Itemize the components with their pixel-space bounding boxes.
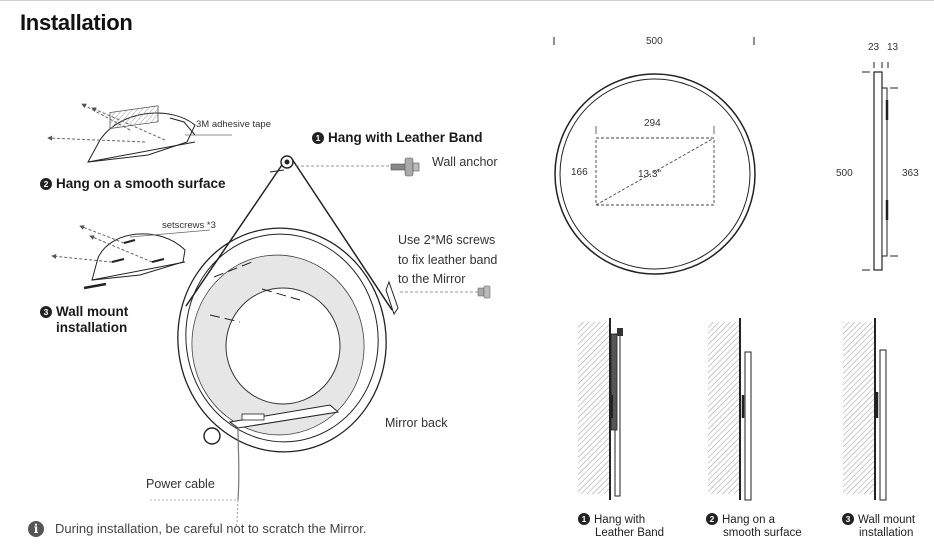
dim-height-right: 363: [902, 168, 919, 179]
wall-mount-diagram: [51, 225, 211, 290]
dim-side-depth-b: 13: [887, 42, 899, 53]
caption-2-number-icon: 2: [706, 513, 718, 525]
side-view-smooth-surface: [708, 318, 752, 501]
caption-1-line-1: Hang with: [594, 514, 646, 526]
caption-wall-mount: 3 Wall mount installation: [842, 513, 915, 540]
setscrews-label: setscrews *3: [162, 220, 216, 231]
step-1-number-icon: 1: [312, 132, 324, 144]
dim-width-top: 500: [646, 36, 663, 47]
info-icon: i: [28, 521, 44, 537]
caption-3-line-1: Wall mount: [858, 514, 916, 526]
step-3-label-line-2: installation: [56, 320, 128, 335]
installation-note: During installation, be careful not to s…: [55, 521, 367, 536]
step-1-label: Hang with Leather Band: [328, 130, 483, 145]
step-3-label-line-1: Wall mount: [56, 304, 129, 319]
step-2-label: Hang on a smooth surface: [56, 176, 226, 191]
front-view-diagram: [553, 37, 756, 275]
dim-screen-diagonal: 13.3": [638, 169, 662, 180]
side-view-wall-mount: [843, 318, 887, 501]
step-3-number-icon: 3: [40, 306, 52, 318]
screws-note-line-1: Use 2*M6 screws: [398, 233, 496, 247]
caption-2-line-2: smooth surface: [723, 527, 802, 539]
step-2-heading: 2 Hang on a smooth surface: [40, 176, 226, 191]
caption-smooth-surface: 2 Hang on a smooth surface: [706, 513, 802, 540]
screws-note-line-3: to the Mirror: [398, 272, 466, 286]
screws-note-line-2: to fix leather band: [398, 252, 498, 267]
dim-screen-height: 166: [571, 167, 588, 178]
caption-3-number-icon: 3: [842, 513, 854, 525]
caption-2-line-1: Hang on a: [722, 514, 776, 526]
wall-anchor-icon: [296, 157, 420, 177]
step-3-heading: 3 Wall mount installation: [40, 304, 128, 336]
adhesive-tape-label: 3M adhesive tape: [196, 119, 271, 130]
mirror-back-label: Mirror back: [385, 416, 448, 430]
side-view-diagram: [862, 62, 898, 271]
top-rule: [0, 0, 934, 1]
power-cable-label: Power cable: [146, 477, 215, 491]
caption-leather-band: 1 Hang with Leather Band: [578, 513, 664, 540]
step-2-number-icon: 2: [40, 178, 52, 190]
dim-height-left: 500: [836, 168, 853, 179]
side-view-leather-band: [578, 318, 623, 500]
dim-screen-width: 294: [644, 118, 661, 129]
page-title: Installation: [20, 10, 133, 35]
caption-3-line-2: installation: [859, 527, 914, 539]
adhesive-mount-diagram: [47, 103, 232, 163]
caption-1-number-icon: 1: [578, 513, 590, 525]
screw-icon: [477, 285, 491, 299]
screws-note: Use 2*M6 screws to fix leather band to t…: [398, 231, 497, 290]
dim-side-depth-a: 23: [868, 42, 880, 53]
caption-1-line-2: Leather Band: [595, 527, 665, 539]
mirror-back-diagram: [150, 155, 478, 529]
step-1-heading: 1 Hang with Leather Band: [312, 130, 483, 145]
wall-anchor-label: Wall anchor: [432, 155, 498, 169]
